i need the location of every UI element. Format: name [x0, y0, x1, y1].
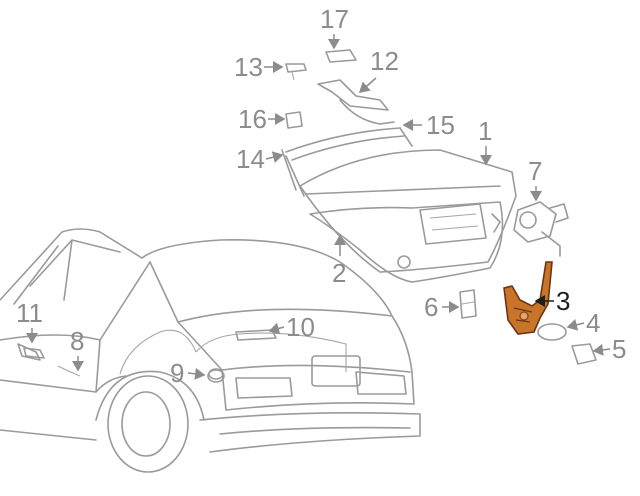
car-body	[0, 228, 421, 473]
callout-14: 14	[236, 144, 265, 174]
callout-4: 4	[586, 308, 600, 338]
callout-7: 7	[528, 156, 542, 186]
hinge-parts	[281, 79, 413, 197]
callout-15: 15	[426, 110, 455, 140]
callout-16: 16	[238, 104, 267, 134]
small-parts	[23, 49, 597, 383]
callout-9: 9	[170, 358, 184, 388]
callout-3: 3	[556, 286, 570, 316]
trunk-lid	[299, 149, 517, 273]
callouts: 17 13 12 16 15 14 1 7 2 6 3 4 5	[16, 4, 626, 388]
weatherstrip	[309, 201, 504, 283]
callout-17: 17	[320, 4, 349, 34]
callout-10: 10	[286, 312, 315, 342]
callout-6: 6	[424, 292, 438, 322]
latch-highlighted	[503, 261, 553, 335]
callout-1: 1	[478, 116, 492, 146]
callout-12: 12	[370, 46, 399, 76]
callout-8: 8	[70, 326, 84, 356]
callout-5: 5	[612, 334, 626, 364]
callout-2: 2	[332, 258, 346, 288]
callout-11: 11	[16, 298, 43, 328]
callout-13: 13	[234, 52, 263, 82]
